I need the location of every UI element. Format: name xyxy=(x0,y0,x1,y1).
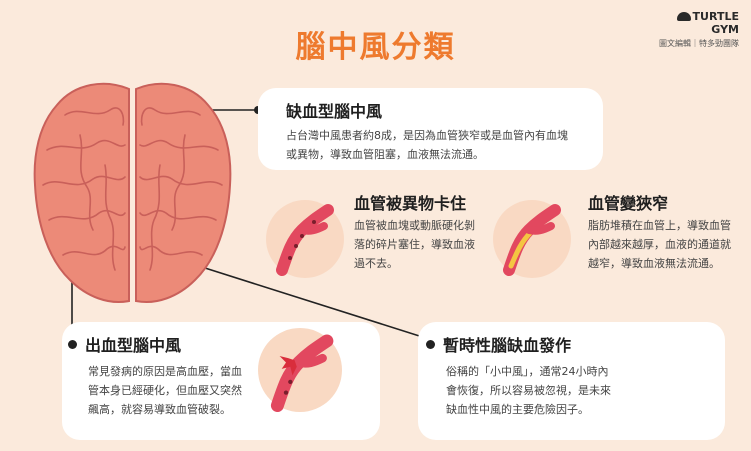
card-hemorrhagic-line: 管本身已經硬化，但血壓又突然 xyxy=(88,384,242,397)
card-hemorrhagic-line: 常見發病的原因是高血壓，當血 xyxy=(88,365,242,378)
card-foreign-line: 落的碎片塞住，導致血液 xyxy=(354,238,475,251)
card-transient-ischemic-attack: 暫時性腦缺血發作 俗稱的「小中風」，通常24小時內 會恢復，所以容易被忽視，是未… xyxy=(418,322,725,440)
card-tia-title: 暫時性腦缺血發作 xyxy=(443,336,572,355)
brand-logo: TURTLE GYM 圖文編輯｜特多勁團隊 xyxy=(647,10,739,49)
card-narrowed-vessel: 血管變狹窄 脂肪堆積在血管上，導致血管 內部越來越厚，血液的通道就 越窄，導致血… xyxy=(586,190,746,290)
card-hemorrhagic-line: 飆高，就容易導致血管破裂。 xyxy=(88,403,231,416)
card-tia-line: 會恢復，所以容易被忽視，是未來 xyxy=(446,384,611,397)
brain-illustration xyxy=(33,82,232,303)
brain-right-hemisphere xyxy=(135,82,232,303)
card-narrow-line: 越窄，導致血液無法流通。 xyxy=(588,257,720,270)
bullet-dot xyxy=(68,340,77,349)
card-narrow-title: 血管變狹窄 xyxy=(588,194,669,213)
card-foreign-line: 過不去。 xyxy=(354,257,398,270)
page-title: 腦中風分類 xyxy=(295,30,456,65)
bullet-dot xyxy=(426,340,435,349)
card-hemorrhagic-title: 出血型腦中風 xyxy=(85,336,182,355)
card-ischemic-line: 或異物，導致血管阻塞，血液無法流通。 xyxy=(286,148,484,161)
brand-name: TURTLE GYM xyxy=(692,10,739,36)
card-ischemic-line: 占台灣中風患者約8成，是因為血管狹窄或是血管內有血塊 xyxy=(286,129,568,142)
card-foreign-blockage: 血管被異物卡住 血管被血塊或動脈硬化剝 落的碎片塞住，導致血液 過不去。 xyxy=(350,190,485,290)
brain-folds xyxy=(42,107,223,271)
card-hemorrhagic-stroke: 出血型腦中風 常見發病的原因是高血壓，當血 管本身已經硬化，但血壓又突然 飆高，… xyxy=(62,322,380,440)
brand-subtitle: 圖文編輯｜特多勁團隊 xyxy=(659,39,739,48)
card-tia-line: 缺血性中風的主要危險因子。 xyxy=(446,403,589,416)
brain-left-hemisphere xyxy=(33,82,130,303)
card-ischemic-stroke: 缺血型腦中風 占台灣中風患者約8成，是因為血管狹窄或是血管內有血塊 或異物，導致… xyxy=(258,88,603,170)
card-foreign-line: 血管被血塊或動脈硬化剝 xyxy=(354,219,475,232)
blocked-vessel-illustration xyxy=(266,200,344,278)
card-narrow-line: 脂肪堆積在血管上，導致血管 xyxy=(588,219,731,232)
narrowed-vessel-illustration xyxy=(493,200,571,278)
card-narrow-line: 內部越來越厚，血液的通道就 xyxy=(588,238,731,251)
card-ischemic-title: 缺血型腦中風 xyxy=(286,102,383,121)
card-foreign-title: 血管被異物卡住 xyxy=(354,194,467,213)
card-tia-line: 俗稱的「小中風」，通常24小時內 xyxy=(446,365,609,378)
turtle-icon xyxy=(676,12,691,21)
ruptured-vessel-illustration xyxy=(258,328,342,412)
